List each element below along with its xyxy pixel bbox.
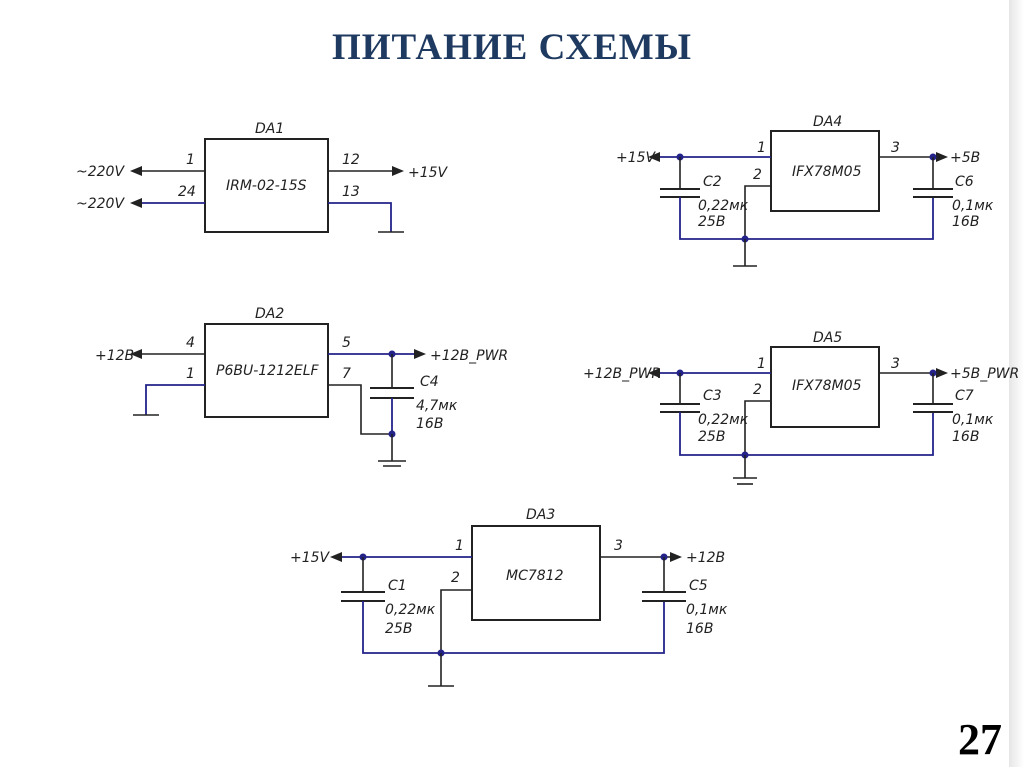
da3-arrow-in: [330, 552, 342, 562]
da4-ground-bus: [679, 197, 934, 240]
da5-arrow-in: [648, 368, 660, 378]
da4-ref: DA4: [813, 114, 842, 130]
da2-net-12b-pwr: +12B_PWR: [430, 348, 508, 364]
da2-wire-pin7: [328, 384, 392, 435]
c5-ref: C5: [689, 578, 708, 594]
da1-arrow-in2: [130, 198, 142, 208]
da1-arrow-in1: [130, 166, 142, 176]
da5-body: [770, 346, 880, 428]
da2-net-12b: +12B: [95, 348, 134, 364]
da1-ref: DA1: [255, 121, 284, 137]
da1-module: DA1 IRM-02-15S 1 24 ~220V ~220V 12 +15V …: [76, 121, 449, 233]
da4-wire-pin2: [744, 185, 771, 239]
page-number: 27: [958, 715, 1002, 764]
da5-net-12b-pwr: +12B_PWR: [583, 366, 661, 382]
da4-module: DA4 IFX78M05 1 +15V 2 3 +5B C2 0,22мк 25…: [616, 114, 994, 267]
da5-ground-bus: [679, 412, 934, 456]
da1-pin-12: 12: [342, 152, 360, 168]
c7-value: 0,1мк: [952, 412, 994, 428]
da4-pin-2: 2: [753, 167, 762, 183]
c1-ref: C1: [388, 578, 407, 594]
c6-voltage: 16B: [952, 214, 979, 230]
da2-pin-1: 1: [186, 366, 195, 382]
da5-pin-2: 2: [753, 382, 762, 398]
da3-pin-1: 1: [455, 538, 464, 554]
da3-arrow-out: [670, 552, 682, 562]
c3-value: 0,22мк: [698, 412, 749, 428]
da1-pin-13: 13: [342, 184, 360, 200]
da5-net-5b-pwr: +5B_PWR: [950, 366, 1019, 382]
c4-voltage: 16B: [416, 416, 443, 432]
da4-net-5b: +5B: [950, 150, 980, 166]
da1-net-15v: +15V: [408, 165, 449, 181]
da1-wire-pin13: [328, 202, 392, 232]
c3-ref: C3: [703, 388, 722, 404]
da1-net-ac2: ~220V: [76, 196, 125, 212]
da5-module: DA5 IFX78M05 1 +12B_PWR 2 3 +5B_PWR C3 0…: [583, 330, 1019, 485]
c1-value: 0,22мк: [385, 602, 436, 618]
c6-value: 0,1мк: [952, 198, 994, 214]
da2-ref: DA2: [255, 306, 284, 322]
da2-arrow-in: [130, 349, 142, 359]
da4-pin-3: 3: [891, 140, 900, 156]
da5-ref: DA5: [813, 330, 842, 346]
c2-ref: C2: [703, 174, 722, 190]
da1-arrow-out: [392, 166, 404, 176]
da2-pin-4: 4: [186, 335, 195, 351]
slide-frame-edge: [1009, 0, 1024, 767]
c6-ref: C6: [955, 174, 974, 190]
da1-net-ac1: ~220V: [76, 164, 125, 180]
da2-wire-pin1: [145, 384, 205, 415]
da3-pin-3: 3: [614, 538, 623, 554]
da3-body: [471, 525, 601, 621]
da3-ground-bus: [362, 601, 665, 654]
c4-ref: C4: [420, 374, 439, 390]
da3-part: MC7812: [506, 568, 564, 584]
da5-pin-3: 3: [891, 356, 900, 372]
da2-part: P6BU-1212ELF: [216, 363, 320, 379]
da4-arrow-out: [936, 152, 948, 162]
slide-title: ПИТАНИЕ СХЕМЫ: [331, 27, 693, 68]
da4-body: [770, 130, 880, 212]
c5-value: 0,1мк: [686, 602, 728, 618]
da3-net-15v: +15V: [290, 550, 331, 566]
da2-body: [204, 323, 329, 418]
c2-voltage: 25B: [698, 214, 725, 230]
da4-net-15v: +15V: [616, 150, 657, 166]
c2-value: 0,22мк: [698, 198, 749, 214]
da2-pin-7: 7: [342, 366, 351, 382]
c7-ref: C7: [955, 388, 974, 404]
c4-value: 4,7мк: [416, 398, 458, 414]
c5-voltage: 16B: [686, 621, 713, 637]
c3-voltage: 25B: [698, 429, 725, 445]
da3-net-12b: +12B: [686, 550, 725, 566]
da1-body: [204, 138, 329, 233]
da5-wire-pin2: [744, 400, 771, 455]
c1-voltage: 25B: [385, 621, 412, 637]
da3-pin-2: 2: [451, 570, 460, 586]
da1-pin-1: 1: [186, 152, 195, 168]
da2-pin-5: 5: [342, 335, 351, 351]
da3-module: DA3 MC7812 1 +15V 2 3 +12B C1 0,22мк 25B…: [290, 507, 728, 687]
da1-part: IRM-02-15S: [226, 178, 307, 194]
da3-wire-pin2: [440, 589, 472, 653]
da2-arrow-out: [414, 349, 426, 359]
da4-part: IFX78M05: [792, 164, 862, 180]
da3-ref: DA3: [526, 507, 555, 523]
da5-arrow-out: [936, 368, 948, 378]
da2-module: DA2 P6BU-1212ELF 4 +12B 1 5 +12B_PWR 7 C…: [95, 306, 508, 467]
c7-voltage: 16B: [952, 429, 979, 445]
da5-pin-1: 1: [757, 356, 766, 372]
da1-pin-24: 24: [178, 184, 196, 200]
da5-part: IFX78M05: [792, 378, 862, 394]
da4-arrow-in: [648, 152, 660, 162]
da4-pin-1: 1: [757, 140, 766, 156]
